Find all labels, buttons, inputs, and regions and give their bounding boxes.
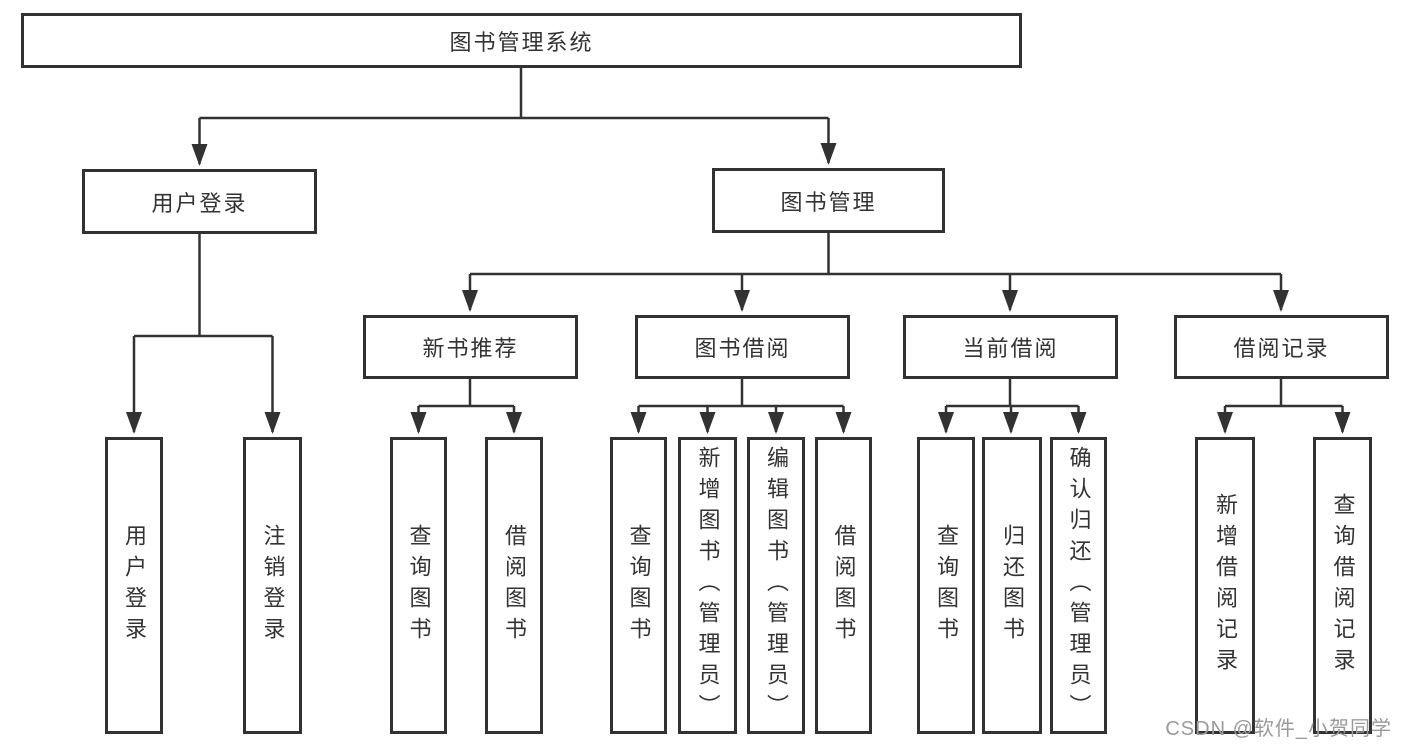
leaf-borrow-books-recommend: 借阅图书 <box>485 437 543 734</box>
leaf-query-borrow-record: 查询借阅记录 <box>1313 437 1372 734</box>
node-label: 图书管理系统 <box>449 29 594 55</box>
leaf-query-books-recommend: 查询图书 <box>390 437 447 734</box>
csdn-watermark: CSDN @软件_小贺同学 <box>1165 718 1392 740</box>
node-label: 图书管理 <box>780 189 877 215</box>
leaf-confirm-return-admin: 确认归还（管理员） <box>1050 437 1107 734</box>
leaf-borrow-books: 借阅图书 <box>815 437 872 734</box>
leaf-add-book-admin: 新增图书（管理员） <box>678 437 737 734</box>
leaf-query-books-current: 查询图书 <box>917 437 975 734</box>
node-label: 编辑图书（管理员） <box>764 446 789 725</box>
leaf-query-books-borrow: 查询图书 <box>610 437 667 734</box>
node-label: 新增借阅记录 <box>1213 492 1238 679</box>
leaf-add-borrow-record: 新增借阅记录 <box>1195 437 1255 734</box>
node-label: 确认归还（管理员） <box>1066 446 1092 725</box>
leaf-user-login: 用户登录 <box>105 437 163 734</box>
node-label: 归还图书 <box>1000 523 1025 648</box>
node-new-book-recommend: 新书推荐 <box>363 315 578 379</box>
node-label: 用户登录 <box>122 523 147 648</box>
leaf-return-book: 归还图书 <box>982 437 1042 734</box>
node-borrow-records: 借阅记录 <box>1174 315 1389 379</box>
node-label: 新书推荐 <box>422 336 519 361</box>
node-label: 新增图书（管理员） <box>695 446 721 725</box>
node-label: 当前借阅 <box>962 336 1059 361</box>
node-label: 查询图书 <box>406 523 432 648</box>
node-label: 注销登录 <box>260 523 286 648</box>
leaf-edit-book-admin: 编辑图书（管理员） <box>747 437 805 734</box>
node-label: 借阅图书 <box>502 523 527 648</box>
node-book-management: 图书管理 <box>712 168 945 233</box>
node-current-borrow: 当前借阅 <box>903 315 1118 379</box>
node-user-login: 用户登录 <box>82 169 317 234</box>
node-library-system: 图书管理系统 <box>21 13 1022 68</box>
node-book-borrow: 图书借阅 <box>635 315 850 379</box>
node-label: 借阅图书 <box>831 523 857 648</box>
node-label: 借阅记录 <box>1233 336 1330 361</box>
node-label: 用户登录 <box>151 190 248 216</box>
node-label: 查询图书 <box>934 523 959 648</box>
node-label: 查询图书 <box>626 523 652 648</box>
leaf-logout: 注销登录 <box>243 437 302 734</box>
node-label: 查询借阅记录 <box>1330 492 1356 679</box>
node-label: 图书借阅 <box>694 336 791 361</box>
